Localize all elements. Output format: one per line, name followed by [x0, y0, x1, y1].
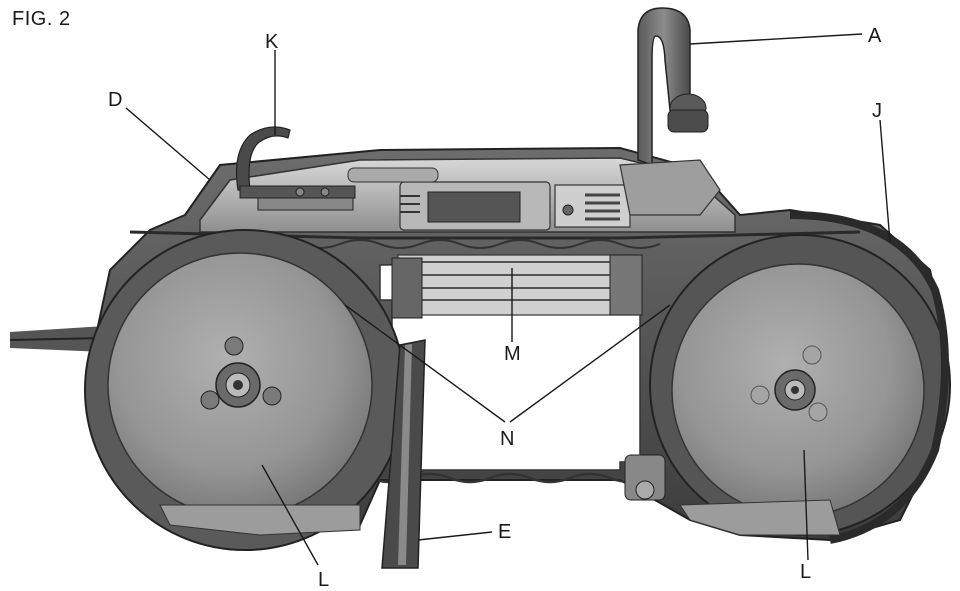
- callout-d: D: [108, 89, 122, 111]
- callout-m: M: [504, 343, 521, 365]
- callout-j: J: [872, 100, 882, 122]
- callout-e: E: [498, 521, 511, 543]
- right-wheel: [649, 234, 951, 536]
- wheel-cover-tire: [789, 211, 949, 544]
- top-frame: [199, 157, 736, 233]
- callout-l-right: L: [800, 561, 811, 583]
- leader-lines: [125, 33, 891, 566]
- housing-base: [159, 499, 841, 536]
- power-cord: [9, 326, 106, 352]
- callout-k: K: [265, 31, 279, 53]
- callout-a: A: [868, 25, 882, 47]
- vent-slots: [585, 193, 620, 221]
- cutting-throat: [379, 254, 666, 501]
- callout-l-left: L: [318, 569, 329, 591]
- front-handle: [619, 7, 721, 216]
- blade-guard: [381, 339, 426, 569]
- left-wheel: [84, 229, 406, 551]
- callout-n: N: [500, 428, 514, 450]
- hanging-hook: [235, 126, 356, 199]
- figure-title: FIG. 2: [12, 8, 71, 30]
